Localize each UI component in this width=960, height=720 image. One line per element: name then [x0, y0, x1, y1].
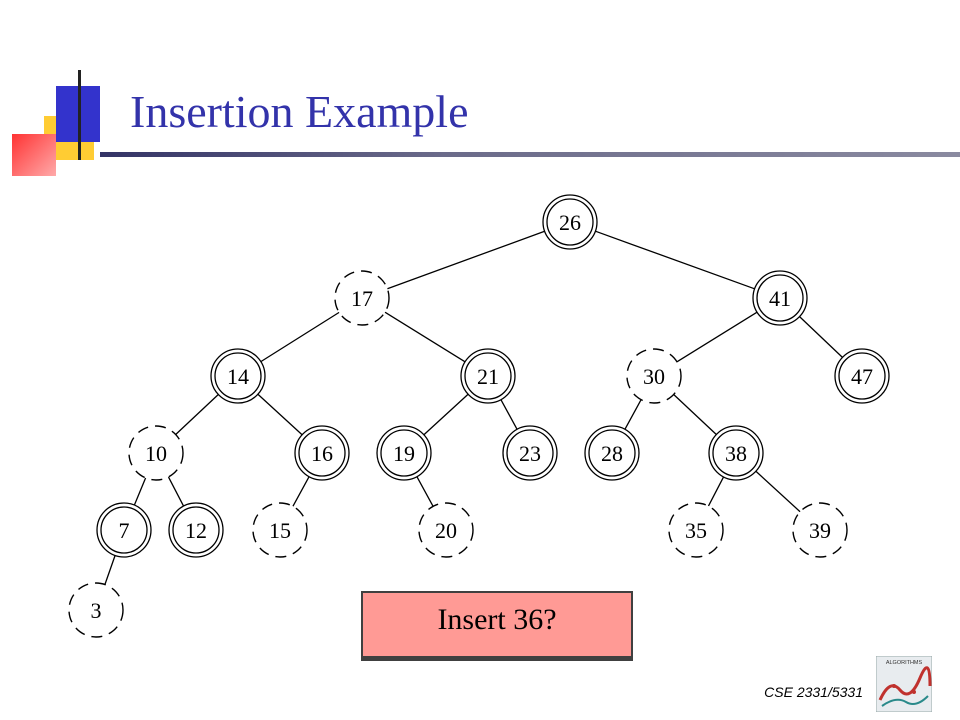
tree-node-17: 17 [334, 270, 390, 326]
tree-edge [292, 476, 310, 507]
tree-edge [133, 477, 147, 506]
tree-edge [676, 311, 758, 363]
tree-node-41: 41 [752, 270, 808, 326]
node-key: 3 [91, 598, 102, 623]
tree-node-39: 39 [792, 502, 848, 558]
red-node-ring [128, 425, 184, 481]
tree-node-35: 35 [668, 502, 724, 558]
black-node-ring [172, 506, 220, 554]
node-key: 21 [477, 364, 499, 389]
deco-vertical-line [78, 70, 81, 160]
black-node-ring [464, 352, 512, 400]
black-node-ring [298, 429, 346, 477]
red-node-ring [626, 348, 682, 404]
black-node-ring [380, 429, 428, 477]
black-node-ring [100, 506, 148, 554]
node-key: 17 [351, 286, 373, 311]
deco-red-square [12, 134, 56, 176]
tree-node-30: 30 [626, 348, 682, 404]
node-key: 26 [559, 210, 581, 235]
red-node-ring [334, 270, 390, 326]
red-node-ring [252, 502, 308, 558]
tree-edge [624, 399, 642, 430]
red-node-ring [68, 582, 124, 638]
black-node-ring [838, 352, 886, 400]
node-key: 15 [269, 518, 291, 543]
course-footer: CSE 2331/5331 [764, 684, 863, 700]
tree-edge [384, 311, 466, 363]
node-key: 7 [119, 518, 130, 543]
tree-edge [755, 470, 801, 513]
tree-edge [387, 230, 545, 290]
tree-edge [799, 316, 843, 358]
tree-edge [175, 394, 219, 435]
red-node-ring [418, 502, 474, 558]
black-node-ring [712, 429, 760, 477]
node-key: 41 [769, 286, 791, 311]
tree-node-12: 12 [168, 502, 224, 558]
tree-node-21: 21 [460, 348, 516, 404]
title-underline [100, 152, 960, 157]
page-title: Insertion Example [130, 86, 469, 137]
tree-node-26: 26 [542, 194, 598, 250]
tree-edge [423, 393, 469, 436]
black-node-ring [214, 352, 262, 400]
red-node-ring [668, 502, 724, 558]
node-key: 12 [185, 518, 207, 543]
node-key: 20 [435, 518, 457, 543]
black-node-ring [588, 429, 636, 477]
node-key: 19 [393, 441, 415, 466]
book-cover-logo: ALGORITHMS [876, 656, 932, 712]
black-node-ring [756, 274, 804, 322]
tree-node-19: 19 [376, 425, 432, 481]
tree-node-38: 38 [708, 425, 764, 481]
tree-node-7: 7 [96, 502, 152, 558]
tree-edge [104, 555, 116, 585]
tree-node-3: 3 [68, 582, 124, 638]
tree-edge [595, 230, 755, 290]
black-node-ring [546, 198, 594, 246]
node-key: 38 [725, 441, 747, 466]
tree-edge [416, 476, 434, 507]
tree-edge [260, 311, 340, 363]
tree-node-47: 47 [834, 348, 890, 404]
tree-node-20: 20 [418, 502, 474, 558]
tree-edge [673, 394, 717, 435]
tree-node-16: 16 [294, 425, 350, 481]
black-node-ring [506, 429, 554, 477]
node-key: 39 [809, 518, 831, 543]
book-logo-text: ALGORITHMS [886, 660, 923, 666]
tree-edges [104, 230, 843, 585]
callout-text: Insert 36? [437, 603, 557, 636]
node-key: 16 [311, 441, 333, 466]
tree-edge [500, 399, 518, 430]
node-key: 35 [685, 518, 707, 543]
insert-callout-box: Insert 36? [361, 591, 633, 661]
tree-node-10: 10 [128, 425, 184, 481]
node-key: 30 [643, 364, 665, 389]
tree-node-15: 15 [252, 502, 308, 558]
tree-edge [257, 393, 303, 436]
tree-node-14: 14 [210, 348, 266, 404]
tree-nodes: 26 17 41 14 21 30 47 10 16 19 23 28 38 7 12 15 20 35 39 3 [68, 194, 890, 638]
node-key: 10 [145, 441, 167, 466]
tree-edge [167, 476, 185, 507]
corner-decoration [0, 0, 130, 180]
node-key: 14 [227, 364, 249, 389]
node-key: 23 [519, 441, 541, 466]
tree-node-28: 28 [584, 425, 640, 481]
tree-edge [707, 476, 725, 507]
tree-node-23: 23 [502, 425, 558, 481]
node-key: 28 [601, 441, 623, 466]
node-key: 47 [851, 364, 873, 389]
red-node-ring [792, 502, 848, 558]
